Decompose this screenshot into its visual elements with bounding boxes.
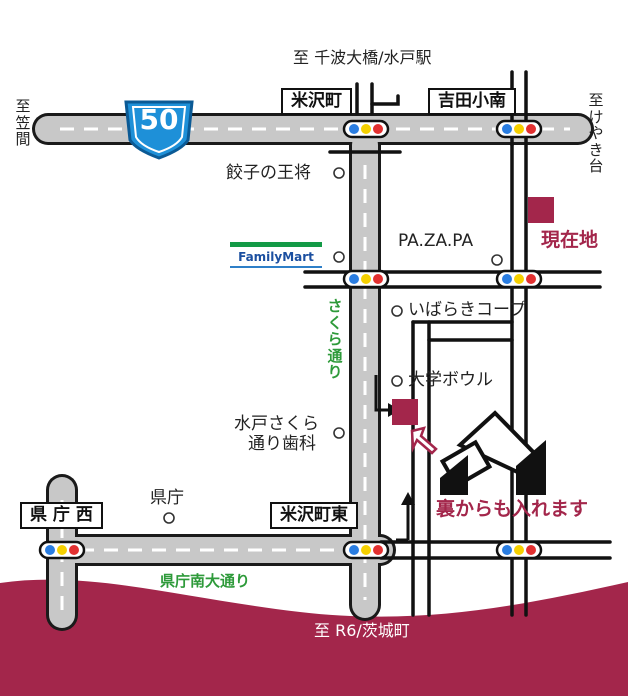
store-marker xyxy=(392,399,418,425)
direction-south: 至 R6/茨城町 xyxy=(314,621,410,640)
familymart-text: FamilyMart xyxy=(238,250,314,264)
intersection-yoshida-shonan: 吉田小南 xyxy=(428,88,516,115)
traffic-lights xyxy=(38,119,543,560)
current-location-marker xyxy=(528,197,554,223)
landmark-pazapa: PA.ZA.PA xyxy=(398,231,474,251)
road-kencho-minami: 県庁南大通り xyxy=(160,572,251,590)
familymart-logo: FamilyMart xyxy=(230,242,322,268)
landmark-ibaraki-coop: いばらきコープ xyxy=(408,300,526,320)
direction-east: 至けやき台 xyxy=(588,91,604,175)
intersection-kencho-nishi: 県 庁 西 xyxy=(20,502,103,529)
road-sakura-dori: さくら通り xyxy=(327,297,343,381)
direction-west: 至笠間 xyxy=(15,97,31,148)
intersection-yonezawa-cho-higashi: 米沢町東 xyxy=(270,502,358,529)
side-roads xyxy=(303,70,612,617)
current-location-label: 現在地 xyxy=(541,229,599,251)
landmark-dots xyxy=(163,167,503,524)
outline-arrow xyxy=(410,426,438,455)
direction-north: 至 千波大橋/水戸駅 xyxy=(293,48,432,67)
building-icon xyxy=(440,440,546,495)
landmark-gyoza: 餃子の王将 xyxy=(226,163,311,183)
intersection-yonezawa-cho: 米沢町 xyxy=(281,88,352,115)
bottom-wave xyxy=(0,579,628,696)
back-entrance-label: 裏からも入れます xyxy=(436,498,589,520)
landmark-sakura-dental-line2: 通り歯科 xyxy=(248,434,316,454)
route-50-number: 50 xyxy=(139,103,179,136)
route-50-shield xyxy=(124,100,194,160)
landmark-sakura-dental-line1: 水戸さくら xyxy=(234,414,319,434)
landmark-kencho: 県庁 xyxy=(150,488,184,508)
landmark-daigaku-bowl: 大学ボウル xyxy=(408,370,493,390)
